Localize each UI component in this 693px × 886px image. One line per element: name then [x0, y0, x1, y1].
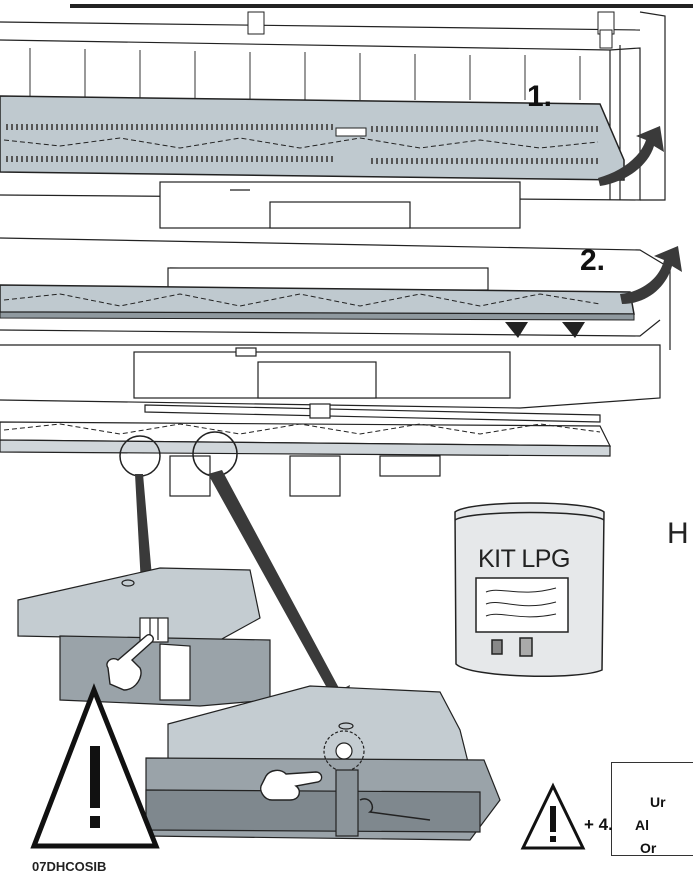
firebox-base-2 — [133, 347, 511, 399]
edge-letter: H — [667, 517, 689, 550]
pointing-hand-icon — [260, 769, 323, 801]
step-label-2: 2. — [580, 244, 606, 277]
pointing-hand-icon — [106, 633, 155, 691]
detail-view-right — [145, 685, 501, 841]
firebox-top-frame — [0, 4, 693, 201]
burner-tray-3 — [0, 403, 611, 497]
note-line-1: Ur — [650, 794, 666, 810]
warning-triangle-icon — [520, 782, 586, 850]
callout-arrow-left — [132, 474, 164, 625]
note-line-3: Or — [640, 840, 657, 856]
plate-2-mount-tabs — [505, 322, 585, 338]
note-line-2: Al — [635, 817, 649, 833]
firebox-base-1 — [159, 181, 521, 229]
curved-arrow-icon[interactable] — [620, 246, 682, 304]
drawing-code: 07DHCOSIB — [32, 859, 107, 874]
lpg-kit-label: KIT LPG — [478, 545, 570, 573]
step-label-1: 1. — [527, 80, 553, 113]
callout-arrow-right — [208, 470, 350, 718]
firebox-back-ribs — [29, 48, 581, 100]
lpg-kit-bag — [454, 502, 605, 677]
warning-note-box — [611, 762, 693, 856]
detail-view-left — [17, 567, 271, 707]
note-step-label: + 4. — [584, 815, 613, 834]
frame-clips — [247, 11, 615, 49]
burner-plate-2 — [0, 284, 635, 321]
curved-arrow-icon[interactable] — [598, 126, 664, 186]
warning-triangle-icon — [30, 683, 160, 849]
burner-plate-1 — [0, 95, 625, 181]
firebox-middle-frame — [0, 237, 671, 409]
